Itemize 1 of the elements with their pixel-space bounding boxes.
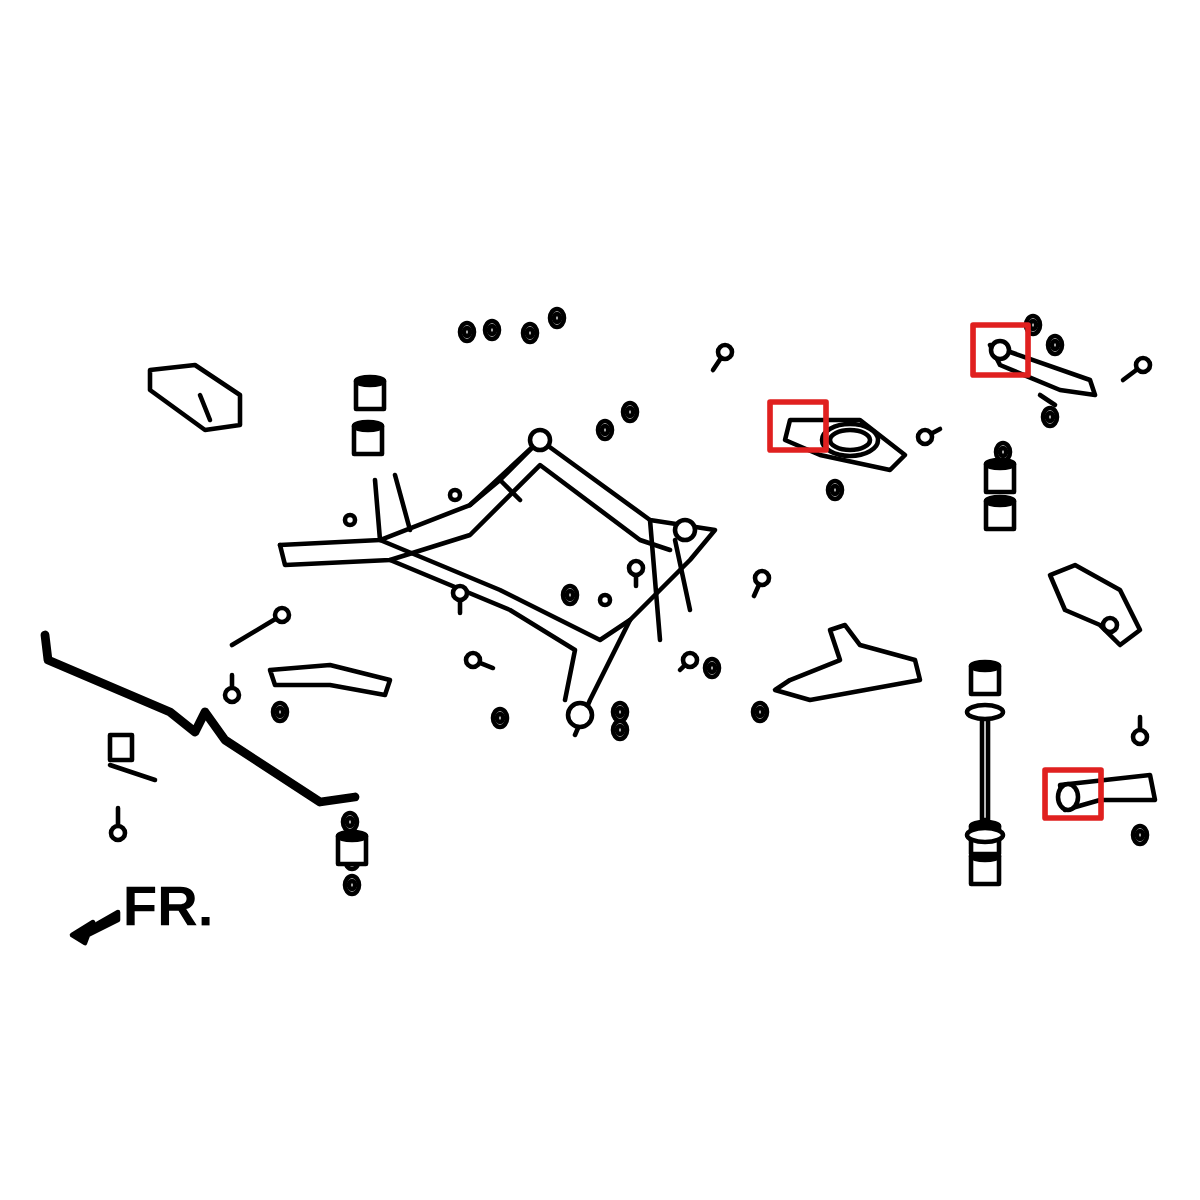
direction-label: FR.: [126, 886, 210, 926]
